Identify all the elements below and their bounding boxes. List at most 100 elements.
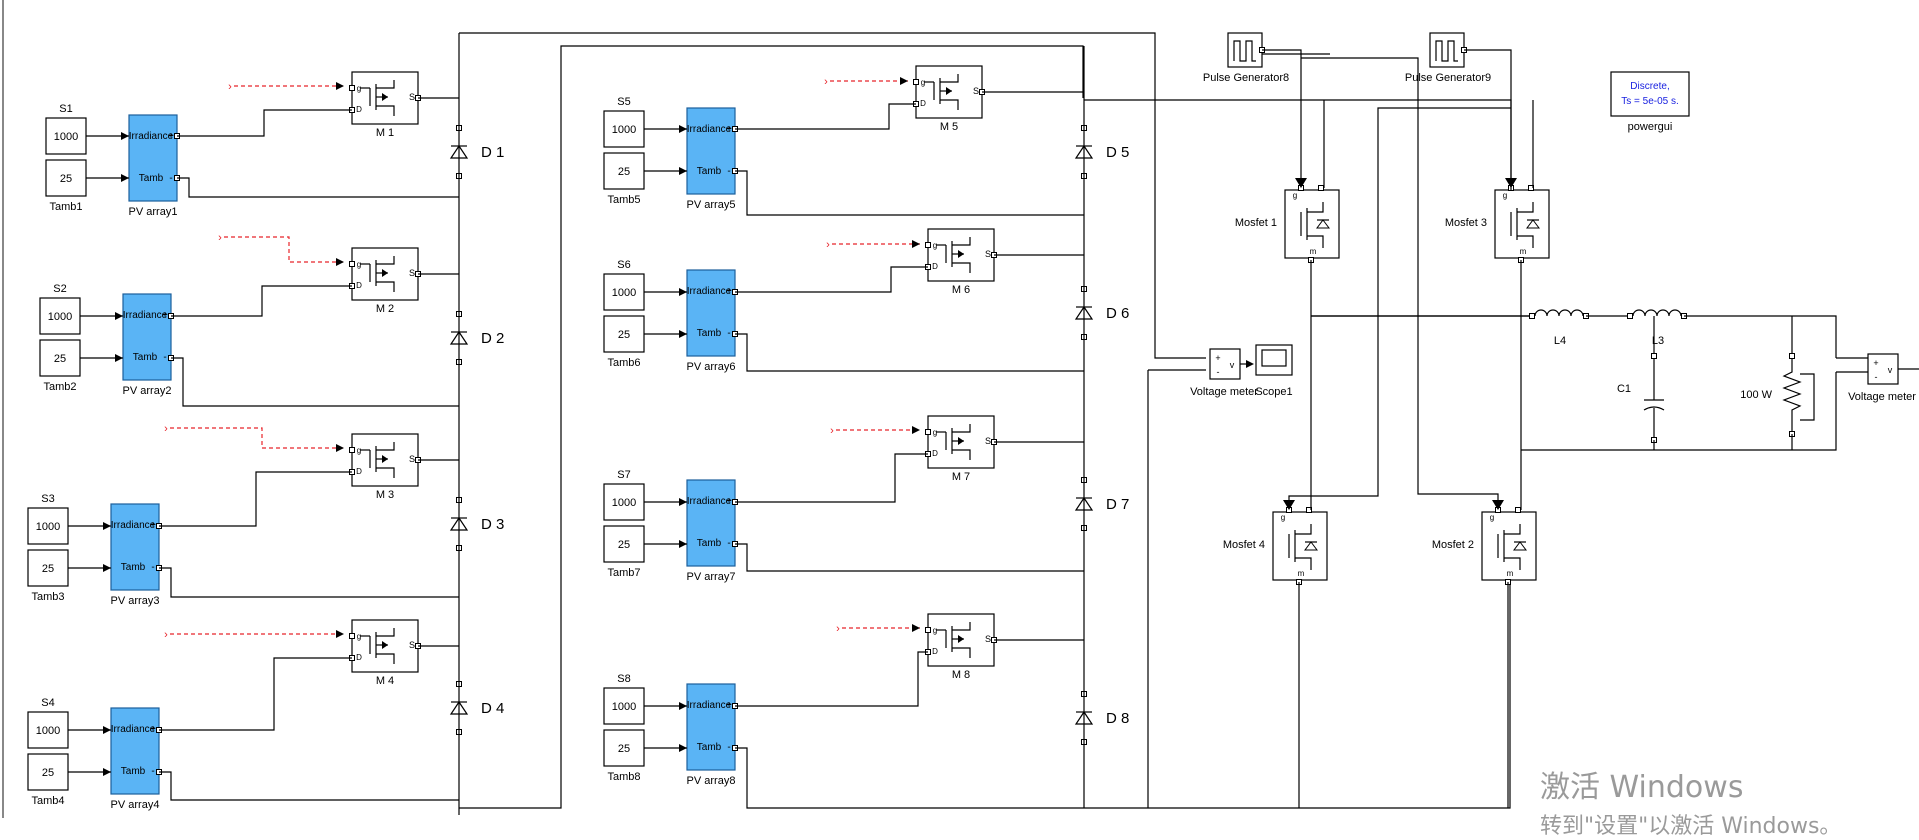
mosfet-label: M 4 [376,675,394,687]
powergui-ts: Ts = 5e-05 s. [1621,96,1679,107]
pv-array-block [128,114,178,202]
mosfet-port-s: S [985,634,991,644]
pv-port-tamb: Tamb [133,352,158,363]
source-label-S5: S5 [617,96,630,108]
arrow-head [679,288,687,296]
inverter-mosfet-2-m: m [1507,569,1514,578]
voltage-meter-in-pos [1154,100,1206,359]
mosfet-source-symbol [952,449,971,460]
arrow-head [679,330,687,338]
pv-port-plus: + [726,700,732,711]
pwm-arrow-head [912,426,920,434]
pv-array-block [110,503,160,591]
windows-activation-watermark: 激活 Windows 转到"设置"以激活 Windows。 [1540,762,1841,840]
mosfet-source-symbol [376,467,395,478]
irradiance-constant-block [603,687,645,725]
pulse-generator-8 [1227,32,1263,68]
voltage-meter-2-minus: - [1875,372,1878,382]
arrow-head [103,768,111,776]
irradiance-constant-block [27,507,69,545]
irradiance-value: 1000 [36,725,60,737]
pv-port-irradiance: Irradiance [111,520,156,531]
pv-port-plus: + [726,286,732,297]
pwm-arrow-head [912,624,920,632]
pv-minus-to-bus-wire [177,177,459,198]
pv-array-label: PV array4 [111,799,160,811]
pv-port-tamb: Tamb [697,166,722,177]
inverter-mosfet-4 [1272,511,1328,581]
inverter-mosfet-3-body-diode [1526,219,1540,229]
mosfet-label: M 8 [952,669,970,681]
pv-port-irradiance: Irradiance [687,124,732,135]
pv-port-plus: + [726,124,732,135]
voltage-meter-1-plus: + [1215,353,1220,363]
arrow-head [679,498,687,506]
inverter-mosfet-1-source [1307,235,1324,248]
pv-port-irradiance: Irradiance [687,700,732,711]
inverter-mosfet-3 [1494,189,1550,259]
scope-arrow [1246,360,1254,368]
mosfet-gate-port [913,79,919,85]
pulse-generator-8-label: Pulse Generator8 [1203,72,1289,84]
irradiance-value: 1000 [612,124,636,136]
pv-port-tamb: Tamb [121,562,146,573]
pwm-source-marker: › [164,629,168,641]
mosfet-label: M 6 [952,284,970,296]
inverter-mosfet-3-source [1517,235,1534,248]
irradiance-value: 1000 [54,131,78,143]
inductor-l4 [1534,309,1584,317]
temperature-constant-block [603,525,645,563]
watermark-title: 激活 Windows [1540,770,1744,805]
temperature-value: 25 [618,539,630,551]
pv-port-irradiance: Irradiance [687,496,732,507]
inverter-mosfet-1-body-diode [1316,219,1330,229]
arrow-head [679,744,687,752]
pv-port-irradiance: Irradiance [687,286,732,297]
pv-port-tamb: Tamb [697,328,722,339]
arrow-head [103,522,111,530]
pv-port-plus: + [168,131,174,142]
temperature-constant-block [603,315,645,353]
pwm-source-marker: › [836,623,840,635]
pulse-generator-9-label: Pulse Generator9 [1405,72,1491,84]
scope-label: Scope1 [1255,386,1292,398]
pv-array-label: PV array7 [687,571,736,583]
source-label-S3: S3 [41,493,54,505]
inverter-mosfet-2-source [1504,557,1521,570]
mosfet-body-arrow [382,269,388,277]
inverter-mosfet-4-label: Mosfet 4 [1223,539,1265,551]
pv-array-label: PV array8 [687,775,736,787]
gate-arrow-1 [1295,178,1307,188]
mosfet-port-s: S [409,268,415,278]
watermark-subtitle: 转到"设置"以激活 Windows。 [1540,814,1842,839]
temperature-constant-block [603,729,645,767]
mosfet-label: M 7 [952,471,970,483]
irradiance-value: 1000 [612,701,636,713]
pv-port-minus: - [727,538,730,549]
voltage-meter-1-label: Voltage meter [1190,386,1258,398]
pwm-source-marker: › [218,232,222,244]
mosfet-port-g: g [357,84,361,93]
pv-port-minus: - [151,766,154,777]
mosfet-port-s: S [409,454,415,464]
irradiance-value: 1000 [48,311,72,323]
pv-array-label: PV array2 [123,385,172,397]
mosfet-port-d: D [356,653,362,662]
pulse-generator-9-wave [1435,40,1458,62]
arrow-head [103,726,111,734]
mosfet-port-d: D [356,467,362,476]
pv-port-minus: - [727,328,730,339]
top-bus [459,32,1156,100]
cap-port-top [1651,353,1657,359]
arrow-head [679,125,687,133]
mosfet-source-symbol [376,281,395,292]
tamb-label-Tamb3: Tamb3 [31,591,64,603]
pwm-source-marker: › [824,76,828,88]
mosfet-port-g: g [357,446,361,455]
irradiance-constant-block [603,273,645,311]
powergui-label: powergui [1628,121,1673,133]
pwm-arrow-head [912,240,920,248]
load-label: 100 W [1740,389,1772,401]
pv-minus-to-bus-wire [159,567,459,598]
pv-to-mosfet-wire [171,285,352,317]
